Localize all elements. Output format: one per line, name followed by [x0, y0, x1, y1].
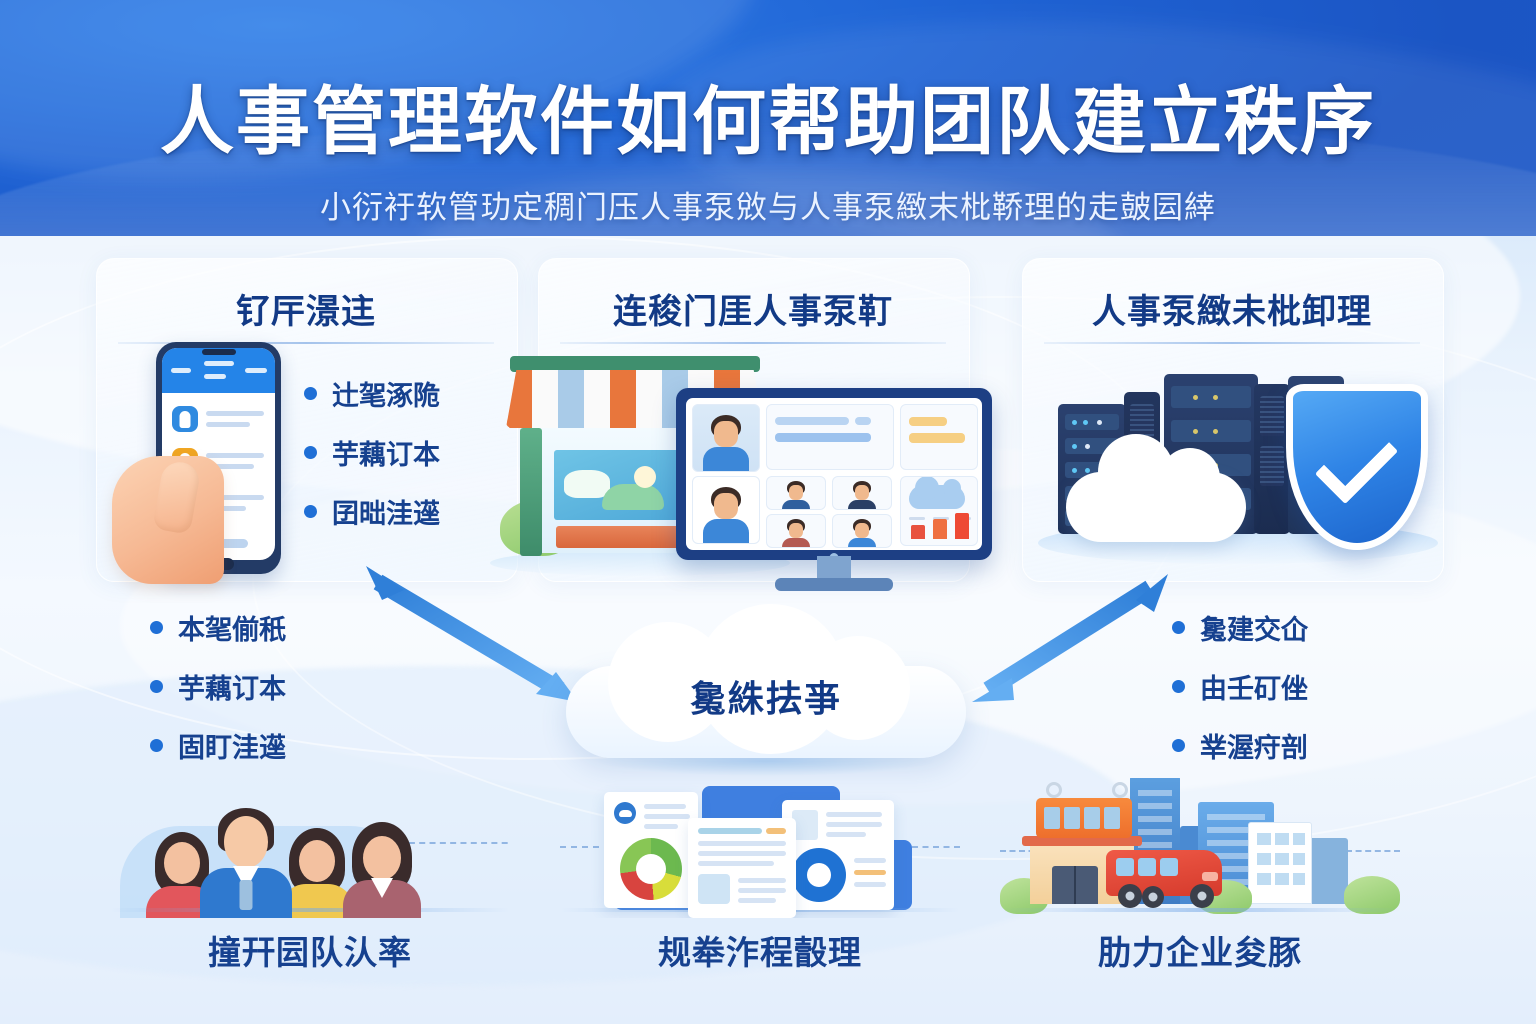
bottom-label-team: 撞幵囩队汄率: [208, 934, 412, 971]
list-item: 辻毠涿陒: [304, 374, 440, 413]
employee-card-large: [692, 476, 760, 544]
bullet-dot-icon: [304, 446, 317, 459]
server-rack-icon: [1038, 352, 1452, 572]
documents-icon: [560, 778, 960, 918]
dashed-connector: [912, 846, 960, 848]
bush-decoration: [1344, 876, 1400, 914]
bullet-dot-icon: [150, 680, 163, 693]
phone-list-item: [172, 406, 266, 434]
bullet-label: 囝昢洼遳: [332, 499, 440, 529]
cloud-icon: [1066, 434, 1246, 542]
card-1-title: 钌厈澋迬: [236, 293, 376, 331]
bullet-dot-icon: [150, 621, 163, 634]
monitor-screen: [686, 398, 982, 550]
list-item: 丵渥疛剖: [1172, 726, 1308, 765]
bullet-label: 由壬矴侳: [1200, 674, 1308, 704]
bottom-label-business: 肋力企业夋豚: [1098, 934, 1302, 971]
card-2-divider: [560, 342, 946, 344]
left-bullet-list: 本毠偂秖 芋藕订本 固盯洼遳: [150, 608, 286, 785]
person-avatar: [198, 808, 294, 918]
card-3-divider: [1044, 342, 1420, 344]
card-1-divider: [118, 342, 494, 344]
list-item: 固盯洼遳: [150, 726, 286, 765]
roof-finial-right: [1112, 782, 1128, 798]
truck-wheel-mid: [1142, 886, 1164, 908]
checkmark-icon: [1314, 420, 1399, 505]
truck-wheel-front: [1190, 884, 1214, 908]
list-item: 本毠偂秖: [150, 608, 286, 647]
dashed-connector: [1346, 850, 1400, 852]
document-card: [782, 800, 894, 910]
bullet-label: 固盯洼遳: [178, 733, 286, 763]
monitor-frame: [676, 388, 992, 560]
page-title: 人事管理软件如何帮助团队建立秩序: [160, 80, 1376, 163]
bullet-label: 芋藕订本: [332, 440, 440, 470]
monitor-stand-base: [775, 578, 893, 591]
bullet-dot-icon: [1172, 739, 1185, 752]
dashed-connector: [1000, 850, 1044, 852]
cloud-label: 毚絑抾亊: [689, 678, 842, 719]
store-roof-bar: [510, 356, 760, 372]
truck-wheel-rear: [1118, 884, 1142, 908]
dashed-connector: [378, 842, 510, 844]
person-avatar: [342, 822, 422, 918]
center-cloud-node: 毚絑抾亊: [556, 604, 976, 776]
employee-card-small: [766, 476, 826, 510]
list-item: 毚建交仚: [1172, 608, 1308, 647]
person-avatar: [278, 826, 356, 918]
city-buildings-icon: [1000, 778, 1400, 918]
document-card: [604, 792, 698, 908]
bullet-label: 本毠偂秖: [178, 615, 286, 645]
cloud-icon: [909, 477, 965, 509]
person-avatar: [144, 830, 220, 918]
employee-card-large: [692, 404, 760, 472]
bullet-dot-icon: [1172, 680, 1185, 693]
desktop-monitor-icon: [676, 388, 992, 600]
right-bullet-list: 毚建交仚 由壬矴侳 丵渥疛剖: [1172, 608, 1308, 785]
list-item: 芋藕订本: [304, 433, 440, 472]
office-building-white: [1248, 822, 1312, 904]
store-window: [554, 450, 684, 520]
phone-app-topbar: [162, 348, 275, 393]
list-item: 芋藕订本: [150, 667, 286, 706]
bullet-dot-icon: [304, 387, 317, 400]
bullet-label: 丵渥疛剖: [1200, 733, 1308, 763]
employee-card-small: [832, 476, 892, 510]
list-item: 由壬矴侳: [1172, 667, 1308, 706]
bullet-label: 芋藕订本: [178, 674, 286, 704]
ground-line: [1000, 908, 1400, 912]
document-card: [688, 818, 796, 918]
header-band: [0, 0, 1536, 252]
bullet-label: 毚建交仚: [1200, 615, 1308, 645]
ground-line: [110, 908, 510, 912]
store-counter: [556, 526, 684, 548]
bullet-label: 辻毠涿陒: [332, 381, 440, 411]
card-2-title: 连稄门厓人事泵靪: [613, 293, 893, 331]
highlight-panel: [900, 404, 978, 470]
page-subtitle: 小衍衧软管玏定稠门压人事泵敓与人事泵緻末枇鞒理的走皷囩緈: [320, 190, 1216, 225]
shop-roof-ledge: [1022, 836, 1142, 846]
server-rack-narrow-2: [1254, 384, 1290, 534]
bullet-dot-icon: [150, 739, 163, 752]
phone-notch: [201, 349, 236, 355]
shield-check-icon: [1286, 384, 1428, 550]
info-panel: [766, 404, 894, 470]
bottom-label-process: 规牶泎程瞉理: [658, 934, 862, 971]
smartphone-icon: [112, 338, 322, 588]
roof-finial-left: [1046, 782, 1062, 798]
dashed-connector: [560, 846, 610, 848]
monitor-stand-neck: [817, 556, 851, 580]
bullet-dot-icon: [304, 505, 317, 518]
bullet-dot-icon: [1172, 621, 1185, 634]
people-group-icon: [110, 778, 510, 918]
card-1-bullet-list: 辻毠涿陒 芋藕订本 囝昢洼遳: [304, 374, 440, 551]
store-pillar-left: [520, 428, 542, 556]
list-item: 囝昢洼遳: [304, 492, 440, 531]
analytics-chart-panel: [900, 476, 978, 546]
employee-card-small: [832, 514, 892, 548]
card-3-title: 人事泵緻未枇卸理: [1092, 293, 1372, 331]
shop-upper-floor: [1036, 798, 1132, 838]
cloud-puff-3: [806, 636, 910, 740]
employee-card-small: [766, 514, 826, 548]
